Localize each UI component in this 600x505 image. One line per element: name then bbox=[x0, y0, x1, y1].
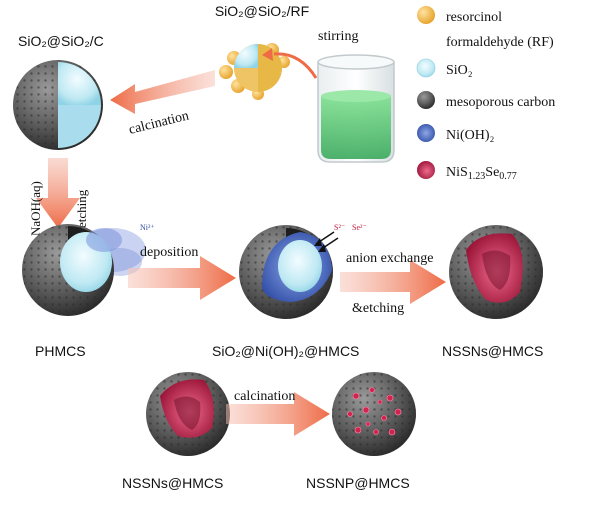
label-sio2-sio2-rf: SiO₂@SiO₂/RF bbox=[215, 3, 309, 19]
legend-swatch-sio2 bbox=[416, 58, 436, 78]
label-etching: etching bbox=[74, 189, 89, 228]
label-calcination-bottom: calcination bbox=[234, 389, 295, 404]
label-naoh: NaOH(aq) bbox=[28, 181, 43, 236]
sphere-sio2-sio2-c bbox=[13, 60, 103, 150]
label-nssnp-hmcs: NSSNP@HMCS bbox=[306, 475, 410, 491]
label-calcination-top: calcination bbox=[127, 108, 190, 137]
calcination-arrow-top bbox=[110, 70, 215, 114]
legend-swatch-carbon bbox=[417, 91, 435, 109]
legend-swatch-selenide bbox=[417, 161, 435, 179]
label-s2-ion: S²⁻ bbox=[334, 223, 345, 232]
legend-text-rf: formaldehyde (RF) bbox=[446, 35, 554, 50]
legend-text-carbon: mesoporous carbon bbox=[446, 95, 555, 110]
sphere-sio2-nioh2-hmcs bbox=[239, 225, 333, 319]
label-phmcs: PHMCS bbox=[35, 343, 86, 359]
legend-text-selenide: NiS1.23Se0.77 bbox=[446, 165, 517, 182]
legend-swatch-resorcinol bbox=[417, 6, 435, 24]
label-deposition: deposition bbox=[140, 245, 198, 260]
label-ni2-ion: Ni²⁺ bbox=[140, 223, 155, 232]
sphere-phmcs bbox=[22, 224, 146, 316]
sphere-nssnp-hmcs bbox=[332, 372, 416, 456]
label-sio2-nioh2-hmcs: SiO₂@Ni(OH)₂@HMCS bbox=[212, 343, 359, 359]
label-anion-exchange: anion exchange bbox=[346, 251, 433, 266]
sphere-nssns-hmcs-top bbox=[449, 225, 543, 319]
legend-text-resorcinol: resorcinol bbox=[446, 10, 502, 25]
sphere-nssns-hmcs-bottom bbox=[146, 372, 230, 456]
rf-sphere bbox=[219, 43, 290, 100]
calcination-arrow-bottom bbox=[226, 392, 330, 436]
ion-arrows bbox=[314, 231, 339, 252]
legend: resorcinol formaldehyde (RF) SiO₂ mesopo… bbox=[416, 6, 555, 182]
label-and-etching: &etching bbox=[352, 301, 404, 316]
legend-text-sio2: SiO₂ bbox=[446, 63, 473, 78]
deposition-arrow bbox=[128, 256, 236, 300]
label-se2-ion: Se²⁻ bbox=[352, 223, 367, 232]
label-sio2-sio2-c: SiO₂@SiO₂/C bbox=[18, 33, 104, 49]
label-stirring: stirring bbox=[318, 29, 358, 44]
stirring-arrow bbox=[273, 52, 318, 79]
label-nssns-hmcs-top: NSSNs@HMCS bbox=[442, 343, 543, 359]
label-nssns-hmcs-bottom: NSSNs@HMCS bbox=[122, 475, 223, 491]
legend-text-nioh2: Ni(OH)₂ bbox=[446, 128, 495, 143]
anion-exchange-arrow bbox=[340, 260, 446, 304]
etching-arrow bbox=[36, 158, 80, 228]
legend-swatch-nioh2 bbox=[417, 124, 435, 142]
beaker bbox=[317, 54, 395, 163]
